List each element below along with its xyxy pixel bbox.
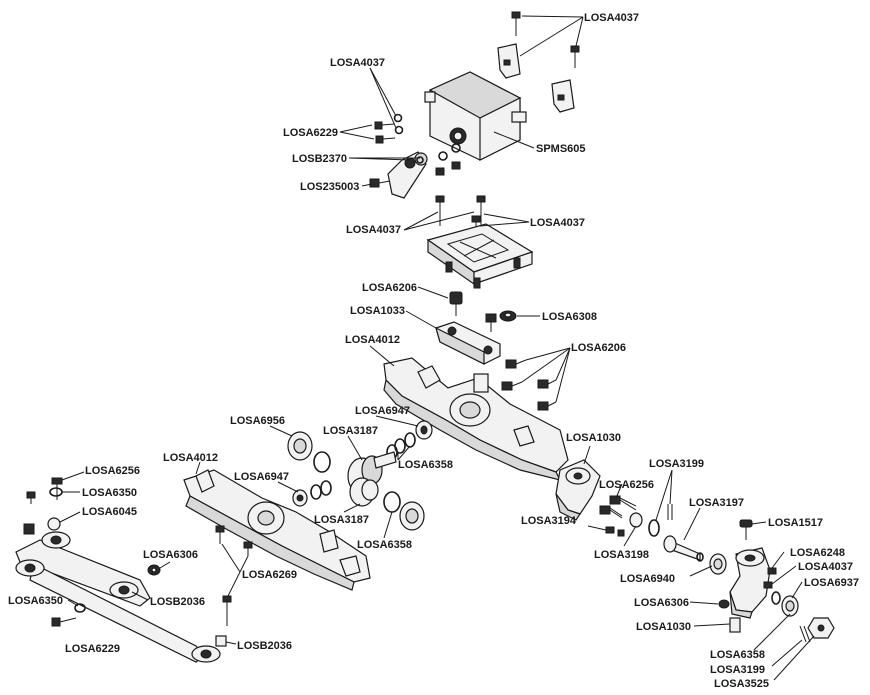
label-axle-4012-right: LOSA4012 — [345, 334, 400, 346]
label-servo-screws-top: LOSA4037 — [584, 12, 639, 24]
label-screw-6229-bottom: LOSA6229 — [65, 643, 120, 655]
label-ball-6045: LOSA6045 — [82, 506, 137, 518]
bearing-6940 — [709, 553, 727, 575]
screw-6206-mid — [485, 313, 497, 332]
label-knuckle-1030-bottom: LOSA1030 — [636, 621, 691, 633]
label-link-2036: LOSB2036 — [150, 596, 205, 608]
servo — [424, 71, 527, 161]
horn-screw — [369, 178, 391, 188]
washers-6947-left — [292, 480, 332, 507]
ring-6956 — [313, 451, 331, 473]
label-mount-1033: LOSA1033 — [350, 305, 405, 317]
label-nut-6306-right: LOSA6306 — [634, 597, 689, 609]
pin-3199-bottom — [799, 625, 811, 643]
label-bearing-6940: LOSA6940 — [620, 573, 675, 585]
label-carrier-1030-top: LOSA1030 — [566, 432, 621, 444]
label-screws-6229-top: LOSA6229 — [283, 127, 338, 139]
label-screw-6256-right: LOSA6256 — [599, 479, 654, 491]
label-pin-3199-top: LOSA3199 — [649, 458, 704, 470]
label-bearing-6937: LOSA6937 — [804, 577, 859, 589]
screw-6256-right — [599, 495, 637, 519]
label-washer-6947-left: LOSA6947 — [234, 471, 289, 483]
label-bushing-3198: LOSA3198 — [594, 549, 649, 561]
pin-3194 — [605, 526, 625, 537]
label-screws-6269: LOSA6269 — [242, 569, 297, 581]
carrier-1030 — [555, 459, 601, 521]
bearing-6358 — [383, 491, 425, 531]
servo-small-screws-left — [374, 113, 404, 144]
label-mount-screws-left: LOSA4037 — [346, 224, 401, 236]
label-screw-6248: LOSA6248 — [790, 547, 845, 559]
label-screw-6256-left: LOSA6256 — [85, 465, 140, 477]
axle-3197 — [663, 535, 704, 562]
label-servo-screws-left: LOSA4037 — [330, 57, 385, 69]
screw-6206-top — [449, 291, 463, 316]
label-nut-6308: LOSA6308 — [542, 311, 597, 323]
label-pin-3199-bottom: LOSA3199 — [710, 664, 765, 676]
label-screw-1517: LOSA1517 — [768, 517, 823, 529]
label-screw-4037-right: LOSA4037 — [798, 561, 853, 573]
steering-link — [15, 531, 151, 607]
ring-3199 — [648, 519, 660, 537]
label-gear-3187-bottom: LOSA3187 — [314, 514, 369, 526]
label-washer-6947-top: LOSA6947 — [355, 405, 410, 417]
steering-knuckle — [729, 547, 771, 619]
pin-1030-bottom — [729, 617, 741, 633]
servo-washers — [435, 143, 461, 176]
diff-gear — [347, 451, 397, 507]
pin-3199-top — [667, 504, 673, 520]
label-pin-3194: LOSA3194 — [521, 515, 577, 527]
label-bearing-6956: LOSA6956 — [230, 415, 285, 427]
servo-screws-top — [511, 11, 580, 68]
part-labels: LOSA4037 LOSA4037 SPMS605 LOSA6229 LOSB2… — [8, 12, 859, 690]
label-hex-3525: LOSA3525 — [714, 678, 769, 690]
label-screw-6206-top: LOSA6206 — [362, 282, 417, 294]
axle-housing-left — [183, 469, 371, 591]
tie-rod — [15, 559, 221, 663]
label-axle-3197: LOSA3197 — [689, 497, 744, 509]
ball-6045 — [47, 517, 61, 531]
hex-3525 — [807, 617, 835, 639]
screw-1517 — [739, 519, 753, 540]
screw-6256-left — [51, 477, 63, 500]
label-mount-screws-right: LOSA4037 — [530, 217, 585, 229]
screws-6269 — [215, 525, 253, 626]
label-axle-4012-left: LOSA4012 — [163, 452, 218, 464]
nut-6306-left — [147, 564, 161, 576]
label-nut-6306-left: LOSA6306 — [143, 549, 198, 561]
bracket-1033 — [435, 321, 501, 365]
label-servo-horn: LOSB2370 — [292, 153, 347, 165]
nut-6306-right — [718, 599, 730, 609]
washer-6350-left — [49, 487, 63, 497]
washer-6947-top — [415, 420, 433, 440]
screw-left-small — [23, 491, 36, 535]
servo-mount-plate — [426, 223, 534, 289]
nut-6308 — [499, 310, 517, 322]
servo-mount-brackets — [497, 43, 575, 113]
screws-6206-right — [501, 359, 557, 411]
label-servo: SPMS605 — [536, 143, 586, 155]
leader-lines — [59, 15, 815, 681]
washer-6350-bottom — [74, 603, 86, 613]
bearing-6956 — [287, 431, 313, 461]
label-bearing-6358: LOSA6358 — [357, 539, 412, 551]
bushing-3198 — [629, 512, 643, 528]
label-washer-6350-left: LOSA6350 — [82, 487, 137, 499]
label-horn-screw: LOS235003 — [300, 181, 359, 193]
label-gear-3187-top: LOSA3187 — [323, 425, 378, 437]
label-end-2036: LOSB2036 — [237, 640, 292, 652]
label-bearing-6358-bottom: LOSA6358 — [710, 649, 765, 661]
servo-horn — [387, 151, 428, 199]
label-shims-6358-top: LOSA6358 — [398, 459, 453, 471]
bearing-6937 — [771, 591, 799, 617]
end-2036 — [215, 635, 227, 647]
label-screws-6206-right: LOSA6206 — [571, 342, 626, 354]
screw-6229-bottom — [51, 617, 77, 627]
label-washer-6350-bottom: LOSA6350 — [8, 595, 63, 607]
